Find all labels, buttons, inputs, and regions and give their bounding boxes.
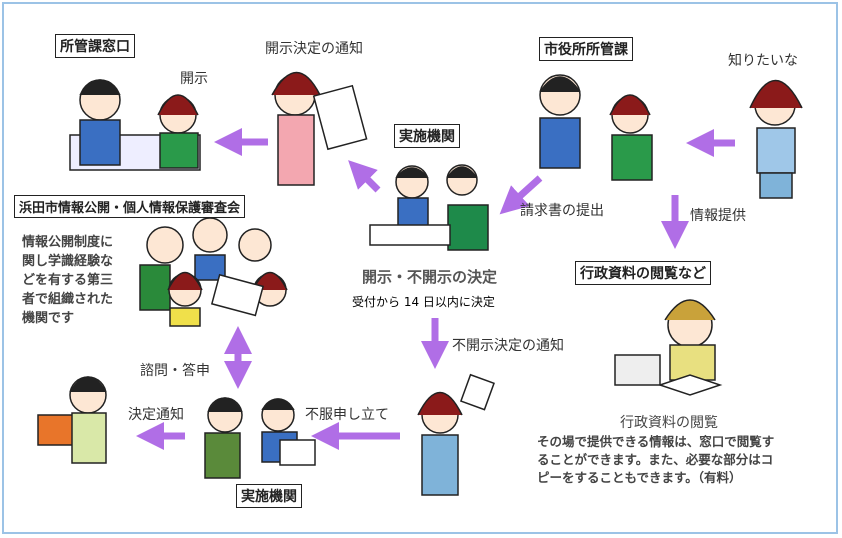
appeal-label: 不服申し立て <box>305 407 389 423</box>
review-board-label: 浜田市情報公開・個人情報保護審査会 <box>14 195 246 218</box>
desc-line: 関し学識経験な <box>22 254 114 269</box>
arrow-submit-request <box>499 175 543 215</box>
review-board-scene <box>139 217 288 327</box>
agency-scene <box>369 164 489 251</box>
disclose-notice-label: 開示決定の通知 <box>265 41 363 57</box>
browse-title: 行政資料の閲覧 <box>620 415 718 431</box>
submit-request-label: 請求書の提出 <box>520 203 604 219</box>
desc-line: ピーをすることもできます。（有料） <box>537 470 742 485</box>
decision-deadline: 受付から 14 日以内に決定 <box>352 295 495 309</box>
city-scene <box>539 74 653 181</box>
provide-info-label: 情報提供 <box>690 208 746 224</box>
agency-bottom-label: 実施機関 <box>236 484 302 508</box>
desc-line: ることができます。また、必要な部分はコ <box>537 452 774 467</box>
desc-line: その場で提供できる情報は、窓口で閲覧す <box>537 434 775 449</box>
decision-notice-scene <box>37 376 107 464</box>
appellant-scene <box>417 373 495 496</box>
notice-scene <box>271 71 368 186</box>
window-scene <box>69 79 201 171</box>
browse-description: その場で提供できる情報は、窓口で閲覧す ることができます。また、必要な部分はコ … <box>537 433 774 487</box>
window-section-label: 所管課窓口 <box>55 34 135 58</box>
arrow-to-notice <box>348 160 381 193</box>
disclose-label: 開示 <box>180 71 208 87</box>
city-section-label: 市役所所管課 <box>539 37 633 61</box>
reading-scene <box>614 299 723 396</box>
desc-line: どを有する第三 <box>22 273 114 288</box>
decision-notice-label: 決定通知 <box>128 407 184 423</box>
want-to-know-label: 知りたいな <box>728 53 798 69</box>
browse-materials-label: 行政資料の閲覧など <box>575 261 711 285</box>
citizen-figure <box>749 79 803 199</box>
review-board-description: 情報公開制度に 関し学識経験な どを有する第三 者で組織された 機関です <box>22 233 113 328</box>
decision-label: 開示・不開示の決定 <box>362 268 498 286</box>
desc-line: 者で組織された <box>22 292 114 307</box>
agency-top-label: 実施機関 <box>394 124 460 148</box>
desc-line: 情報公開制度に <box>22 235 114 250</box>
agency-bottom-scene <box>204 397 316 479</box>
consult-reply-label: 諮問・答申 <box>140 363 210 379</box>
nondisclosure-notice-label: 不開示決定の通知 <box>452 338 564 354</box>
desc-line: 機関です <box>22 311 75 326</box>
